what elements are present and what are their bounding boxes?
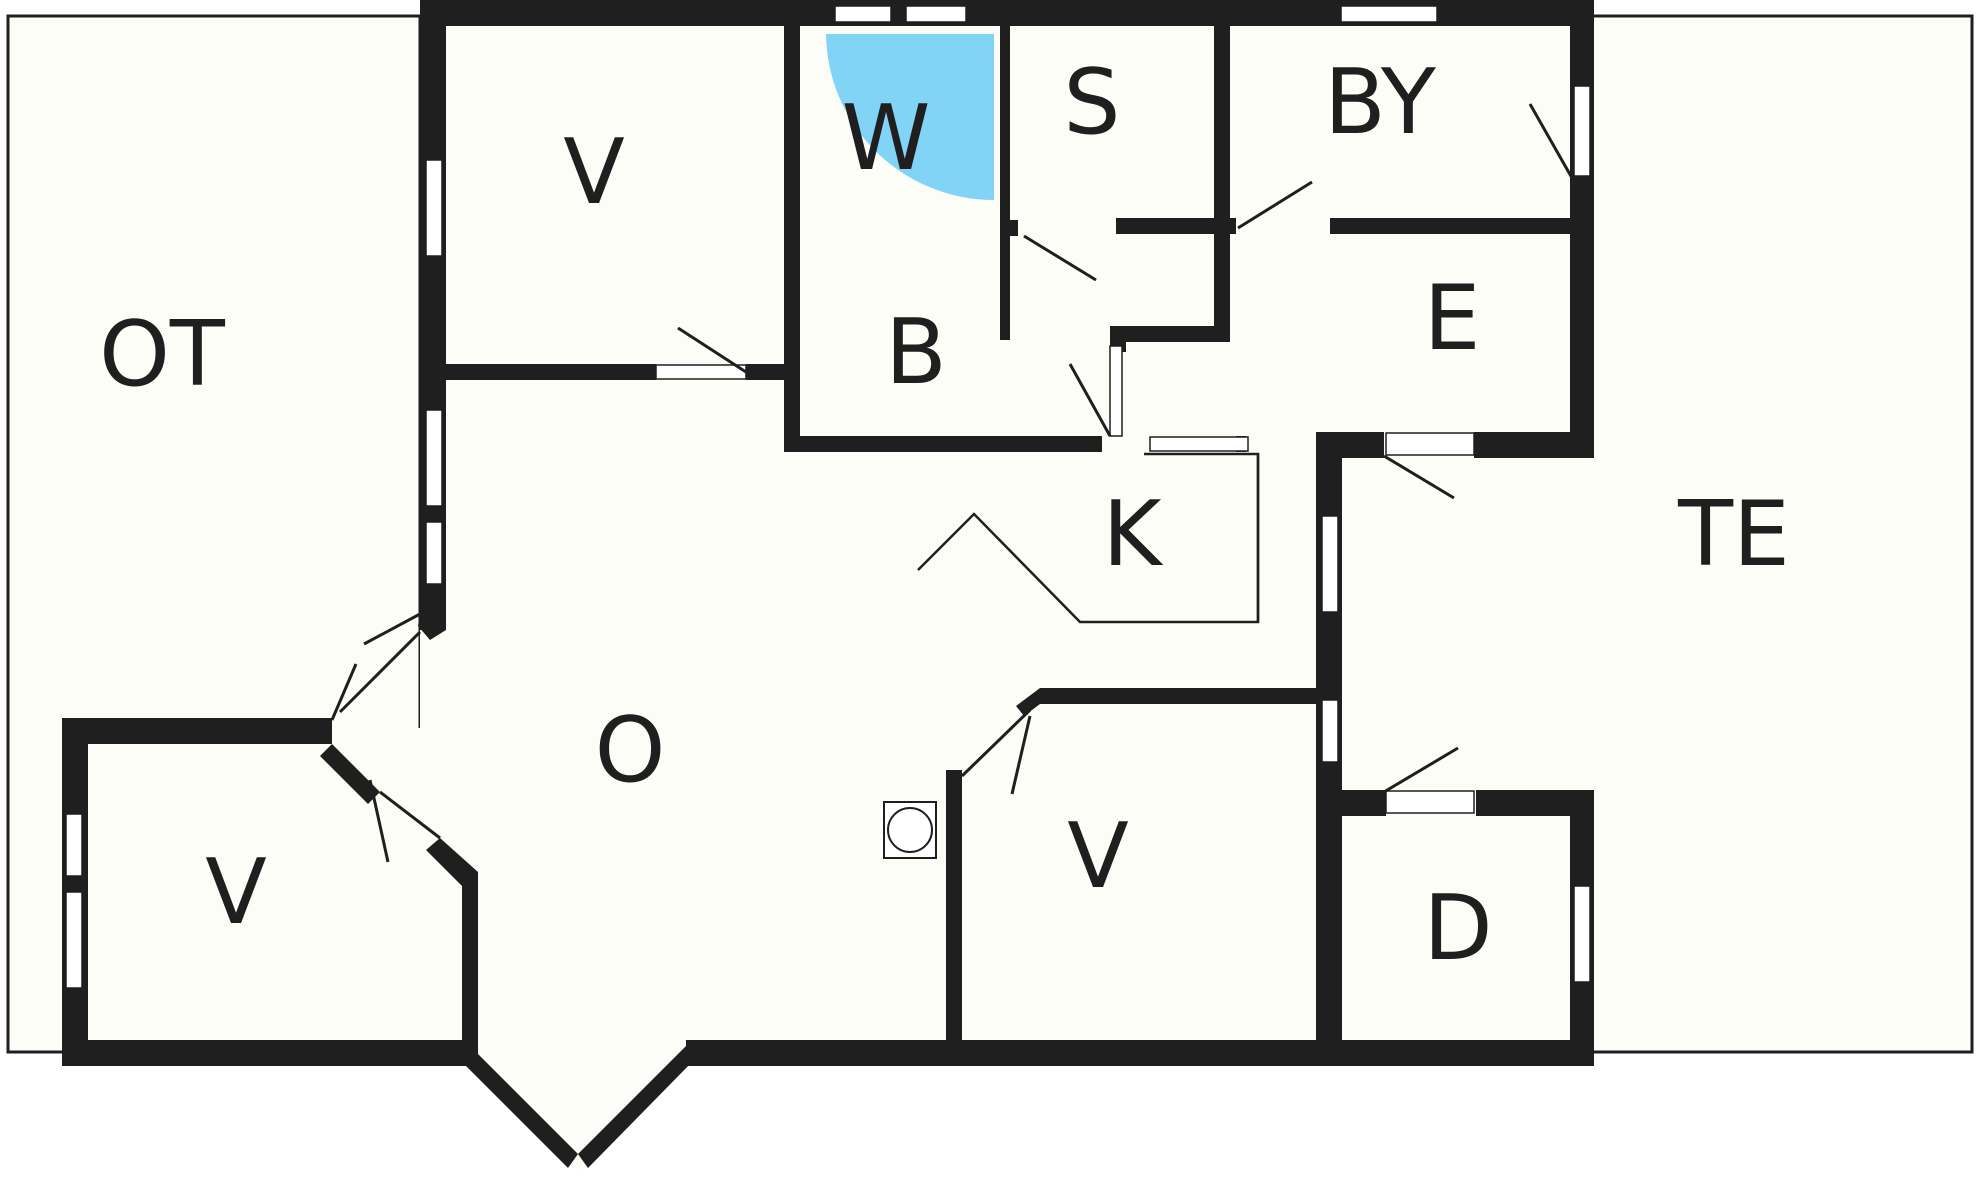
windows bbox=[65, 5, 1591, 989]
room-label-s: S bbox=[1063, 50, 1120, 155]
room-label-v-left: V bbox=[205, 840, 267, 945]
stove-icon bbox=[883, 801, 937, 859]
room-labels: OT V W S BY B E K TE O V V D bbox=[99, 50, 1790, 981]
room-label-by: BY bbox=[1324, 50, 1437, 155]
interior-floor bbox=[72, 12, 1594, 1170]
shower-area bbox=[826, 34, 994, 200]
room-label-o: O bbox=[595, 698, 666, 803]
room-label-v-top: V bbox=[563, 120, 625, 225]
kitchen-counter bbox=[917, 452, 1260, 624]
room-label-e: E bbox=[1424, 266, 1481, 371]
room-label-w: W bbox=[842, 86, 931, 191]
room-label-ot: OT bbox=[99, 302, 226, 407]
room-label-k: K bbox=[1102, 482, 1163, 587]
terrace-right bbox=[1588, 14, 1974, 1054]
room-label-te: TE bbox=[1677, 482, 1790, 587]
room-label-v-bottom: V bbox=[1067, 804, 1129, 909]
room-label-b: B bbox=[885, 300, 947, 405]
room-label-d: D bbox=[1423, 876, 1492, 981]
doors bbox=[330, 103, 1574, 863]
